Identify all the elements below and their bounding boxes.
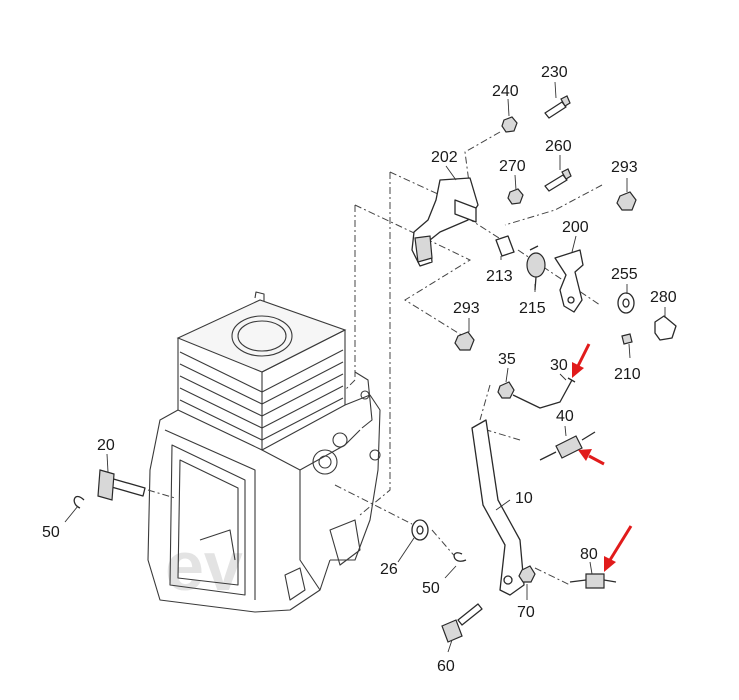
part-230-bolt — [544, 95, 571, 119]
highlight-arrow-30 — [572, 343, 591, 378]
label-35: 35 — [498, 351, 516, 368]
label-210: 210 — [614, 366, 641, 383]
label-215: 215 — [519, 300, 546, 317]
label-70: 70 — [517, 604, 535, 621]
part-10-governor-arm — [471, 419, 525, 596]
part-50-clip-left — [73, 495, 85, 509]
label-240: 240 — [492, 83, 519, 100]
label-293-upper: 293 — [611, 159, 638, 176]
part-260-bolt — [544, 168, 572, 192]
leader-lines — [64, 81, 666, 653]
label-280: 280 — [650, 289, 677, 306]
label-10: 10 — [515, 490, 533, 507]
label-26: 26 — [380, 561, 398, 578]
label-20: 20 — [97, 437, 115, 454]
part-50-clip-right — [453, 552, 467, 562]
part-210-screw — [621, 333, 633, 345]
part-40-spring — [539, 431, 596, 461]
part-213-spacer — [495, 235, 515, 257]
part-215-spring — [526, 245, 546, 291]
part-270-nut — [507, 188, 524, 205]
part-20-shaft — [97, 469, 146, 501]
label-255: 255 — [611, 266, 638, 283]
part-200-lever — [554, 249, 584, 313]
label-60: 60 — [437, 658, 455, 675]
part-70-nut — [518, 565, 536, 583]
label-200: 200 — [562, 219, 589, 236]
label-80: 80 — [580, 546, 598, 563]
part-293-nut-lower — [454, 331, 475, 351]
label-30: 30 — [550, 357, 568, 374]
label-213: 213 — [486, 268, 513, 285]
part-293-nut-upper — [616, 191, 637, 211]
label-230: 230 — [541, 64, 568, 81]
part-240-nut — [501, 116, 518, 133]
label-40: 40 — [556, 408, 574, 425]
label-270: 270 — [499, 158, 526, 175]
label-202: 202 — [431, 149, 458, 166]
engine-block — [147, 291, 381, 613]
part-60-bolt — [441, 603, 483, 643]
label-50-left: 50 — [42, 524, 60, 541]
part-26-washer — [411, 519, 429, 541]
part-30-link — [512, 377, 576, 409]
assembly-lines — [147, 131, 603, 586]
part-35-nut — [497, 381, 515, 399]
part-labels: 230 240 260 202 270 293 200 213 215 255 … — [42, 64, 677, 675]
part-280-knob — [654, 315, 677, 341]
part-80-spring — [569, 573, 617, 589]
label-260: 260 — [545, 138, 572, 155]
part-255-washer — [617, 292, 635, 314]
highlight-arrow-80 — [604, 525, 633, 572]
highlight-arrow-40 — [578, 449, 605, 466]
part-202-bracket — [411, 177, 479, 267]
label-293-lower: 293 — [453, 300, 480, 317]
label-50-right: 50 — [422, 580, 440, 597]
